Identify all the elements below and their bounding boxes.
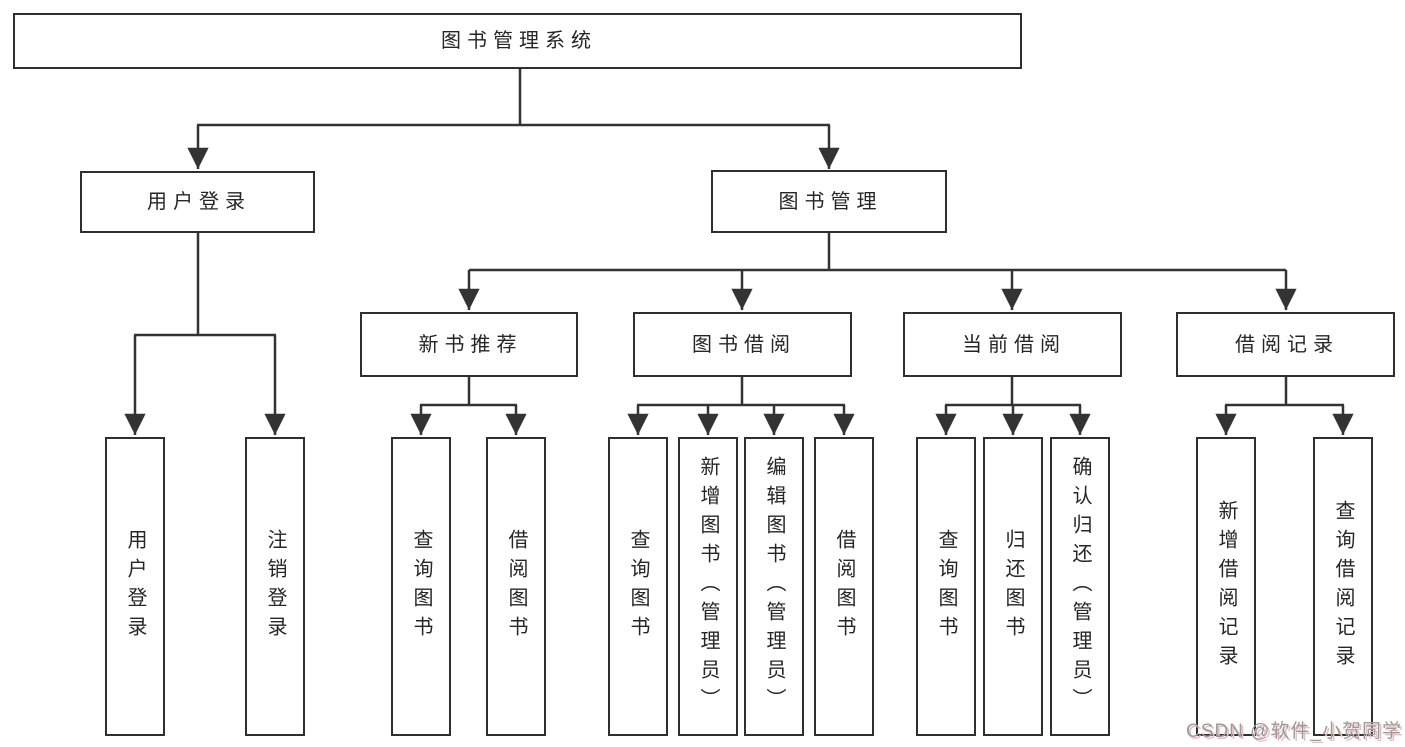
node-book-borrowing: 图书借阅 xyxy=(633,312,852,377)
leaf-logout: 注销登录 xyxy=(245,437,305,736)
leaf-borrow-edit-books-admin: 编辑图书（管理员） xyxy=(744,437,804,736)
node-current-borrowing: 当前借阅 xyxy=(903,312,1122,377)
leaf-borrow-query-books: 查询图书 xyxy=(608,437,668,736)
node-user-login: 用户登录 xyxy=(80,171,315,233)
node-new-book-recommendation: 新书推荐 xyxy=(360,312,578,377)
csdn-watermark: CSDN @软件_小贺同学 xyxy=(1186,721,1402,742)
leaf-current-return-books: 归还图书 xyxy=(983,437,1043,736)
leaf-records-query-record: 查询借阅记录 xyxy=(1313,437,1373,736)
node-borrowing-records: 借阅记录 xyxy=(1176,312,1395,377)
leaf-user-login: 用户登录 xyxy=(105,437,165,736)
leaf-records-add-record: 新增借阅记录 xyxy=(1196,437,1256,736)
leaf-current-query-books: 查询图书 xyxy=(916,437,976,736)
node-book-management: 图书管理 xyxy=(711,170,947,233)
node-root-system: 图书管理系统 xyxy=(13,13,1022,69)
leaf-newbook-borrow-books: 借阅图书 xyxy=(486,437,546,736)
leaf-current-confirm-return-admin: 确认归还（管理员） xyxy=(1050,437,1110,736)
leaf-borrow-add-books-admin: 新增图书（管理员） xyxy=(678,437,738,736)
leaf-borrow-borrow-books: 借阅图书 xyxy=(814,437,874,736)
leaf-newbook-query-books: 查询图书 xyxy=(391,437,451,736)
